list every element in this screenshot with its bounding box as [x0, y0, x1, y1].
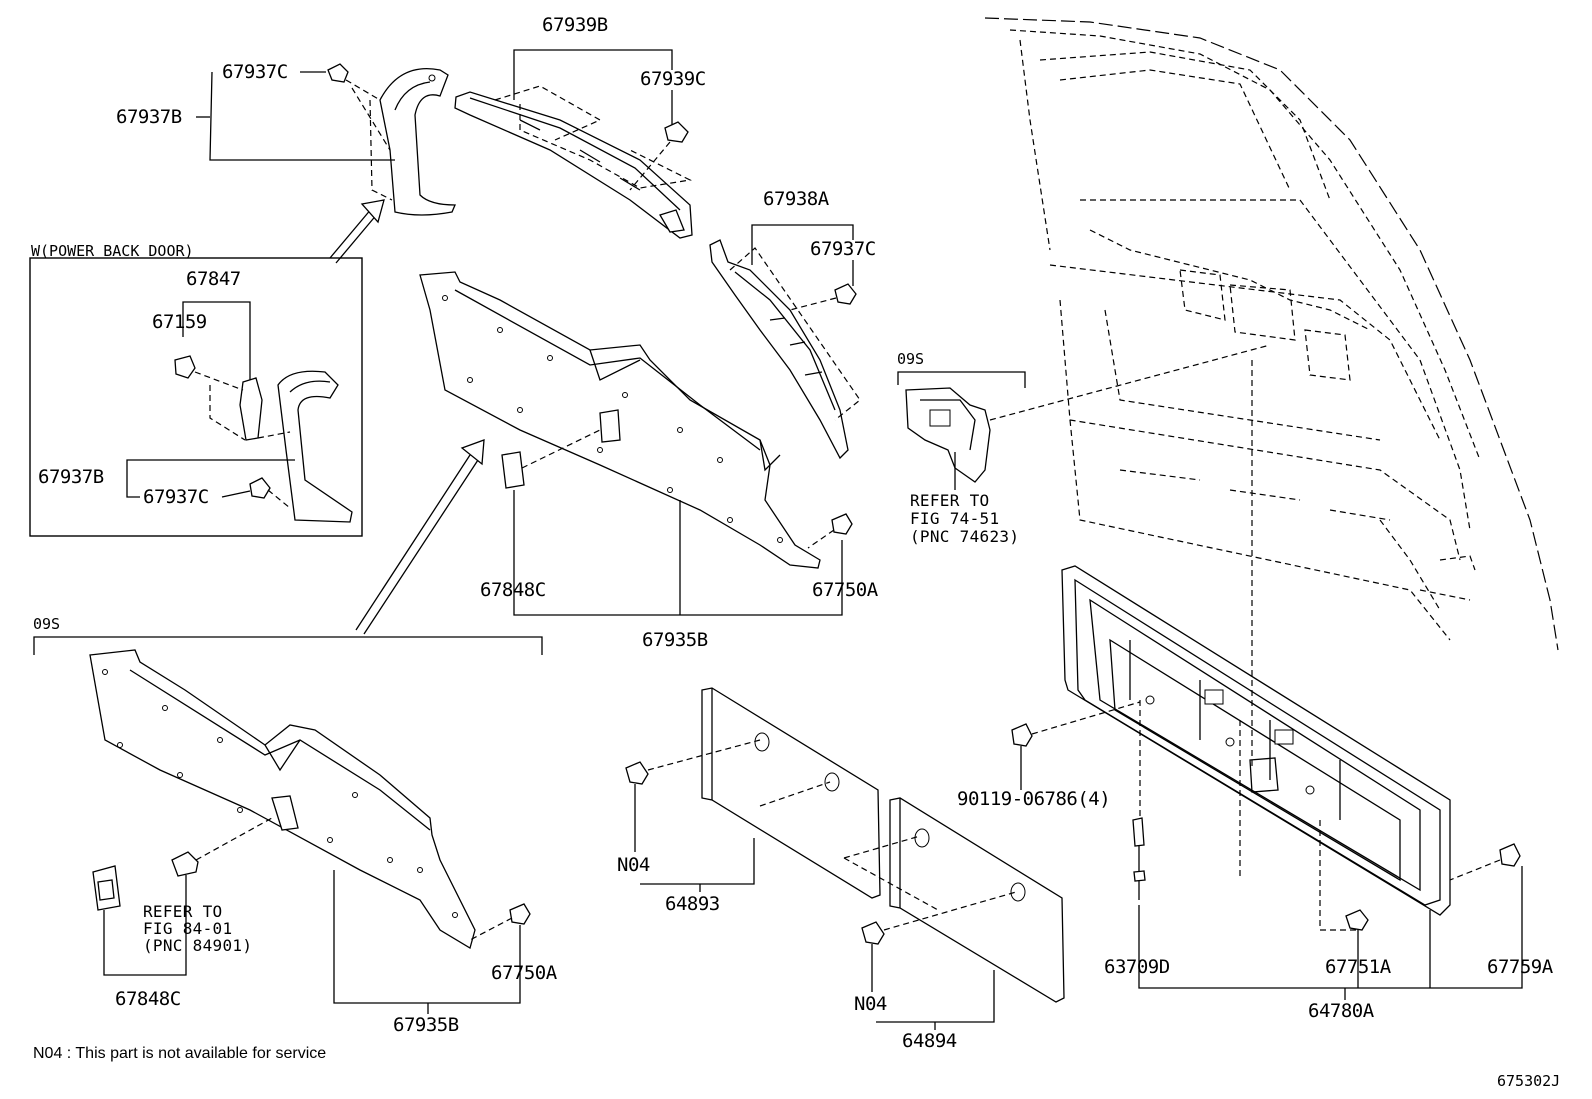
label-67937C-top[interactable]: 67937C [222, 61, 288, 83]
clip-67759A [1499, 843, 1521, 867]
label-64893[interactable]: 64893 [665, 893, 720, 915]
leader-lines [33, 49, 1523, 1030]
label-90119-06786[interactable]: 90119-06786(4) [957, 788, 1111, 810]
power-back-door-box [29, 257, 363, 537]
label-67750A-mid[interactable]: 67750A [812, 579, 878, 601]
garnish-67938A [709, 239, 849, 460]
bolt-90119 [1011, 723, 1033, 747]
back-door-outline [984, 17, 1559, 651]
clip-N04-a [625, 761, 649, 785]
label-67939B[interactable]: 67939B [542, 14, 608, 36]
refer-84-line1: REFER TO [143, 902, 223, 921]
footnote-N04: N04 : This part is not available for ser… [33, 1045, 327, 1062]
label-67937C-box[interactable]: 67937C [143, 486, 209, 508]
panel-64894 [889, 797, 1065, 1003]
panel-64893 [701, 687, 881, 899]
label-67848C-mid[interactable]: 67848C [480, 579, 546, 601]
arrow-to-trim [355, 439, 485, 635]
clip-67939C [664, 121, 689, 143]
label-67935B-low[interactable]: 67935B [393, 1014, 459, 1036]
label-67937B-top[interactable]: 67937B [116, 106, 182, 128]
clip-67750A-mid [831, 513, 853, 535]
label-67847[interactable]: 67847 [186, 268, 241, 290]
label-67848C-low[interactable]: 67848C [115, 988, 181, 1010]
pillar-trim-upper [379, 68, 456, 216]
label-67937C-right[interactable]: 67937C [810, 238, 876, 260]
label-67751A[interactable]: 67751A [1325, 956, 1391, 978]
label-64894[interactable]: 64894 [902, 1030, 957, 1052]
label-N04-b[interactable]: N04 [854, 993, 887, 1015]
label-67938A[interactable]: 67938A [763, 188, 829, 210]
label-63709D[interactable]: 63709D [1104, 956, 1170, 978]
label-N04-a[interactable]: N04 [617, 854, 650, 876]
clip-67751A [1345, 909, 1369, 931]
label-67750A-low[interactable]: 67750A [491, 962, 557, 984]
power-back-door-header: W(POWER BACK DOOR) [31, 242, 194, 260]
refer-84-line3: (PNC 84901) [143, 936, 253, 955]
door-trim-panel-64780A [1061, 565, 1451, 916]
label-67937B-box[interactable]: 67937B [38, 466, 104, 488]
label-67939C[interactable]: 67939C [640, 68, 706, 90]
refer-84-line2[interactable]: FIG 84-01 [143, 919, 233, 938]
figure-code: 675302J [1497, 1072, 1561, 1090]
label-09S-mid: 09S [897, 350, 925, 368]
label-67759A[interactable]: 67759A [1487, 956, 1553, 978]
refer-74-line2[interactable]: FIG 74-51 [910, 509, 1000, 528]
cable-63709D [1132, 817, 1146, 900]
clip-67750A-low [509, 903, 531, 925]
arrow-to-pillar [329, 199, 385, 264]
trim-67935B-low [89, 649, 476, 949]
refer-74-line1: REFER TO [910, 491, 990, 510]
clip-67937C-box [249, 477, 271, 499]
clip-67159 [174, 355, 196, 379]
cover-67848C-mid [501, 451, 525, 489]
label-67159[interactable]: 67159 [152, 311, 207, 333]
label-67935B-mid[interactable]: 67935B [642, 629, 708, 651]
trim-67935B-mid [419, 271, 821, 569]
label-64780A[interactable]: 64780A [1308, 1000, 1374, 1022]
garnish-67939B [454, 91, 693, 239]
clip-N04-b [861, 921, 885, 945]
bracket-74623 [905, 387, 991, 483]
cover-67848C-low [92, 865, 121, 911]
label-09S-left: 09S [33, 615, 61, 633]
refer-74-line3: (PNC 74623) [910, 527, 1020, 546]
bracket-67847 [239, 377, 263, 441]
connector-84901 [171, 851, 199, 877]
clip-67937C-top [327, 63, 349, 83]
pillar-trim-box [277, 370, 353, 523]
clip-67937C-right [834, 283, 857, 305]
